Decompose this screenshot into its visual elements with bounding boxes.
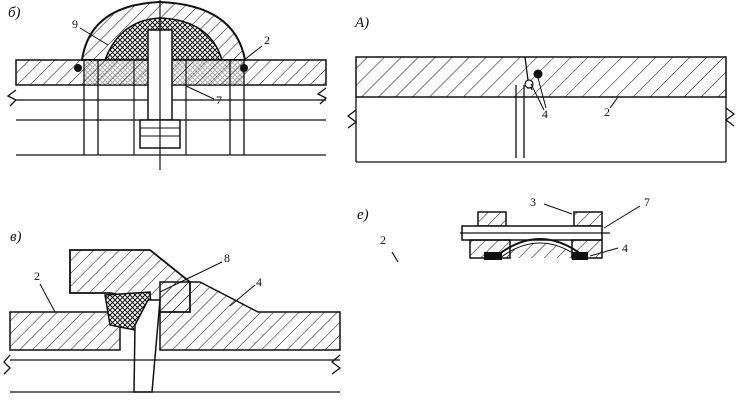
panel-b-drawing [6,0,328,170]
callout-a-2: 2 [604,105,610,119]
callout-v-4: 4 [256,275,262,289]
panel-e-label: е) [357,207,369,223]
panel-v-drawing [3,249,342,393]
callout-b-7: 7 [216,93,222,107]
panel-a-drawing [346,56,736,163]
callout-v-8: 8 [224,251,230,265]
slab-v [9,311,121,351]
callout-e-3: 3 [530,195,536,209]
callout-e-7: 7 [644,195,650,209]
callout-e-2: 2 [380,233,386,247]
callout-b-2: 2 [264,33,270,47]
panel-v-label: в) [10,229,22,245]
callout-a-4: 4 [542,107,548,121]
callout-v-2: 2 [34,269,40,283]
panel-e-drawing [391,203,641,263]
callout-b-9: 9 [72,17,78,31]
callout-e-4: 4 [622,241,628,255]
panel-b-label: б) [8,5,21,21]
panel-a-label: А) [355,15,370,31]
